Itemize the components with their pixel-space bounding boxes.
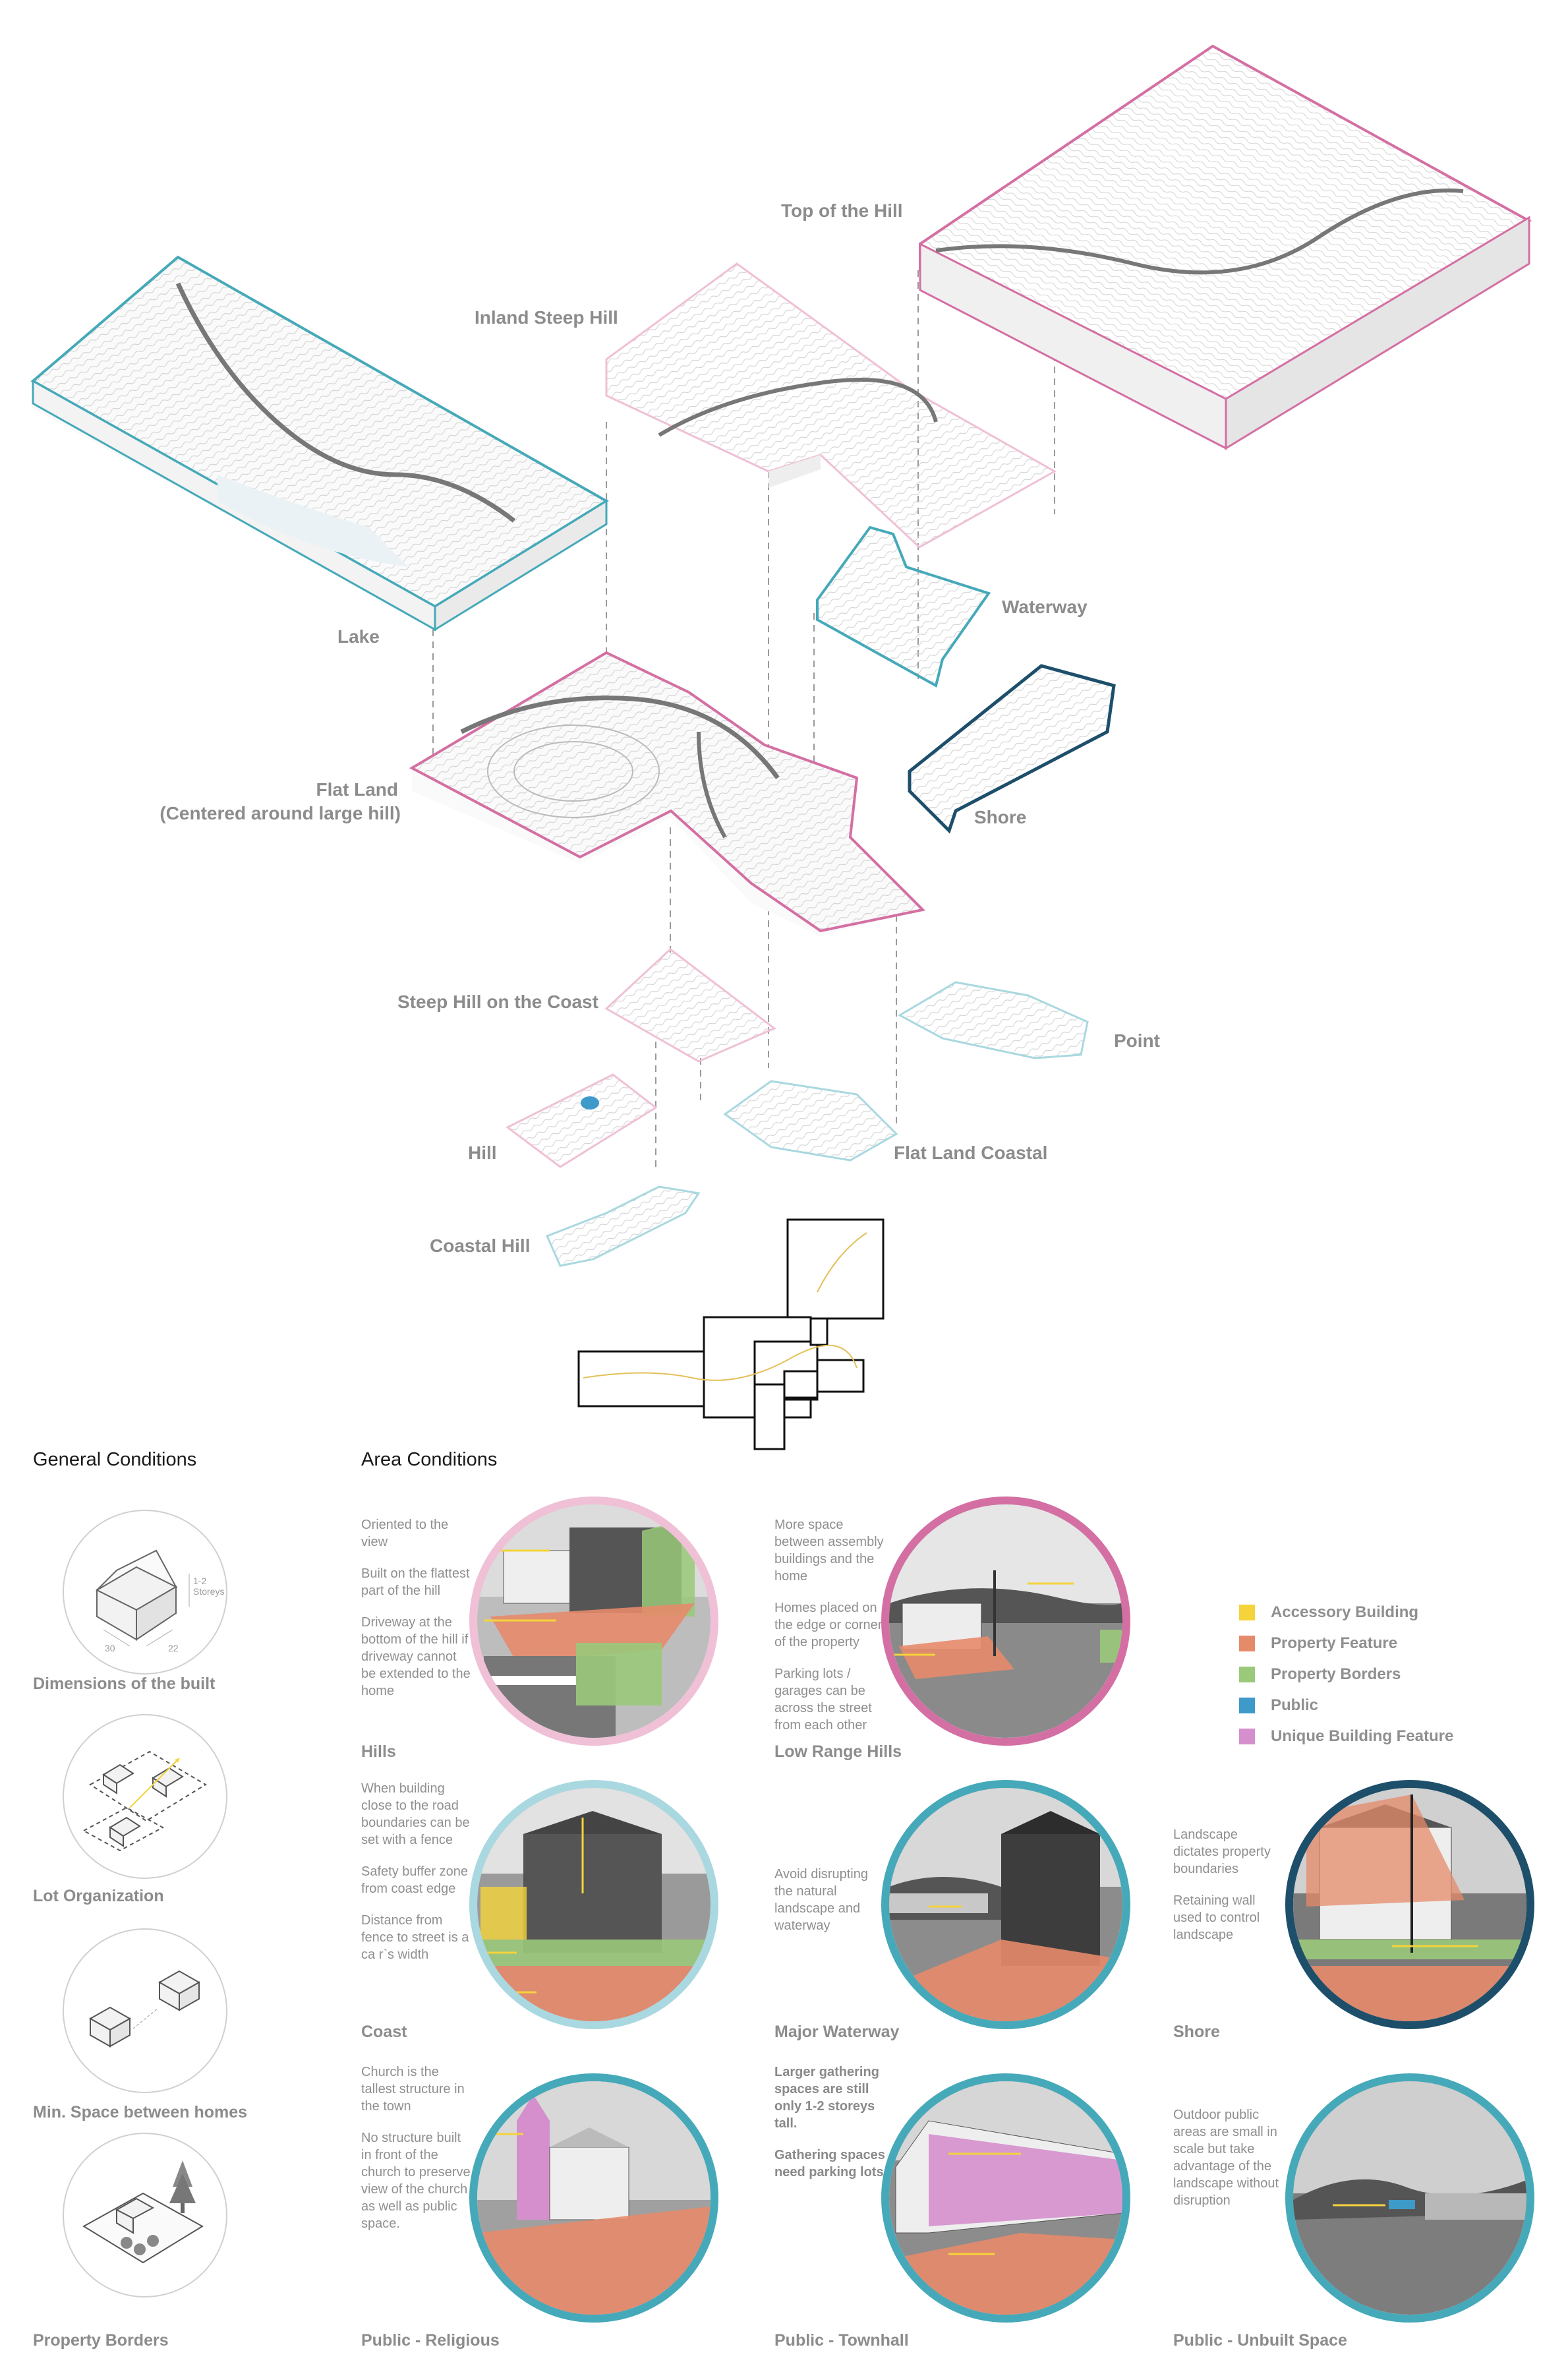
townhall-note: Gathering spaces need parking lots bbox=[774, 2148, 885, 2179]
legend-swatch bbox=[1239, 1605, 1255, 1620]
low-range-hills-note: Homes placed on the edge or corner of th… bbox=[774, 1601, 883, 1649]
lot-organization-circle bbox=[63, 1714, 227, 1879]
lot-organization-icon bbox=[82, 1750, 207, 1852]
shore-block bbox=[908, 664, 1116, 834]
shore-photo bbox=[1285, 1780, 1534, 2029]
townhall-photo bbox=[881, 2073, 1130, 2323]
coast-note: Safety buffer zone from coast edge bbox=[361, 1864, 468, 1896]
property-borders-icon bbox=[82, 2160, 204, 2264]
spacing-circle bbox=[63, 1928, 227, 2093]
legend-swatch bbox=[1239, 1636, 1255, 1651]
spacing-icon bbox=[88, 1970, 201, 2048]
area-conditions-heading: Area Conditions bbox=[361, 1449, 498, 1470]
dimension-b-label: 22 bbox=[168, 1643, 179, 1653]
label-flat-land-title: Flat Land bbox=[316, 779, 398, 800]
low-range-hills-notes: More space between assembly buildings an… bbox=[774, 1516, 886, 1748]
hills-note: Driveway at the bottom of the hill if dr… bbox=[361, 1615, 471, 1698]
point-block bbox=[897, 981, 1089, 1059]
legend-swatch bbox=[1239, 1698, 1255, 1713]
major-waterway-title: Major Waterway bbox=[774, 2023, 900, 2041]
label-hill: Hill bbox=[468, 1142, 497, 1163]
lot-organization-title: Lot Organization bbox=[33, 1887, 164, 1905]
house-dimensions-icon bbox=[95, 1549, 190, 1647]
hills-note: Built on the flattest part of the hill bbox=[361, 1566, 470, 1598]
major-waterway-notes: Avoid disrupting the natural landscape a… bbox=[774, 1866, 886, 1949]
property-borders-title: Property Borders bbox=[33, 2331, 169, 2350]
religious-notes: Church is the tallest structure in the t… bbox=[361, 2063, 473, 2247]
waterway-block bbox=[816, 525, 991, 688]
coast-note: Distance from fence to street is a ca r`… bbox=[361, 1913, 469, 1962]
unbuilt-notes: Outdoor public areas are small in scale … bbox=[1173, 2106, 1285, 2224]
unbuilt-note: Outdoor public areas are small in scale … bbox=[1173, 2108, 1279, 2208]
shore-title: Shore bbox=[1173, 2023, 1220, 2041]
label-top-of-hill: Top of the Hill bbox=[781, 200, 903, 221]
legend-label: Public bbox=[1271, 1696, 1319, 1714]
label-flat-land-subtitle: (Centered around large hill) bbox=[160, 803, 401, 823]
label-steep-hill-coast: Steep Hill on the Coast bbox=[397, 992, 598, 1012]
townhall-note: Larger gathering spaces are still only 1… bbox=[774, 2065, 879, 2131]
unbuilt-title: Public - Unbuilt Space bbox=[1173, 2331, 1347, 2350]
shore-note: Retaining wall used to control landscape bbox=[1173, 1893, 1260, 1942]
legend-swatch bbox=[1239, 1667, 1255, 1682]
religious-photo bbox=[469, 2073, 718, 2323]
label-waterway: Waterway bbox=[1002, 597, 1088, 617]
top-of-hill-block bbox=[919, 44, 1532, 450]
inland-steep-hill-block bbox=[605, 262, 1057, 549]
legend-public: Public bbox=[1239, 1696, 1318, 1715]
legend-swatch bbox=[1239, 1729, 1255, 1744]
dimensions-title: Dimensions of the built bbox=[33, 1675, 216, 1693]
legend-accessory-building: Accessory Building bbox=[1239, 1603, 1418, 1622]
townhall-title: Public - Townhall bbox=[774, 2331, 909, 2350]
low-range-hills-note: Parking lots / garages can be across the… bbox=[774, 1667, 872, 1733]
dimension-a-label: 30 bbox=[105, 1643, 115, 1653]
legend-unique-building-feature: Unique Building Feature bbox=[1239, 1727, 1453, 1746]
legend-label: Unique Building Feature bbox=[1271, 1727, 1454, 1745]
hills-title: Hills bbox=[361, 1742, 396, 1761]
legend-label: Property Feature bbox=[1271, 1634, 1398, 1652]
coast-photo bbox=[469, 1780, 718, 2029]
religious-note: No structure built in front of the churc… bbox=[361, 2131, 471, 2231]
major-waterway-note: Avoid disrupting the natural landscape a… bbox=[774, 1867, 868, 1933]
unbuilt-photo bbox=[1285, 2073, 1534, 2323]
townhall-notes: Larger gathering spaces are still only 1… bbox=[774, 2063, 886, 2195]
major-waterway-photo bbox=[881, 1780, 1130, 2029]
property-borders-circle bbox=[63, 2133, 227, 2298]
coast-title: Coast bbox=[361, 2023, 407, 2041]
label-coastal-hill: Coastal Hill bbox=[430, 1235, 531, 1256]
plan-key-map bbox=[577, 1218, 885, 1450]
hills-photo bbox=[469, 1497, 718, 1746]
spacing-title: Min. Space between homes bbox=[33, 2103, 248, 2121]
coast-notes: When building close to the road boundari… bbox=[361, 1780, 473, 1978]
hills-note: Oriented to the view bbox=[361, 1518, 449, 1549]
hills-notes: Oriented to the view Built on the flatte… bbox=[361, 1516, 473, 1714]
label-point: Point bbox=[1114, 1030, 1160, 1051]
flat-land-coastal-block bbox=[723, 1080, 898, 1162]
shore-note: Landscape dictates property boundaries bbox=[1173, 1827, 1271, 1876]
legend-label: Property Borders bbox=[1271, 1665, 1401, 1683]
coast-note: When building close to the road boundari… bbox=[361, 1781, 470, 1847]
label-inland-steep-hill: Inland Steep Hill bbox=[475, 307, 618, 328]
label-flat-land-coastal: Flat Land Coastal bbox=[894, 1142, 1048, 1163]
legend-label: Accessory Building bbox=[1271, 1603, 1419, 1621]
steep-hill-coast-block bbox=[604, 948, 776, 1063]
lake-block bbox=[30, 255, 609, 632]
coastal-hill-block bbox=[545, 1185, 701, 1267]
religious-note: Church is the tallest structure in the t… bbox=[361, 2065, 465, 2114]
label-lake: Lake bbox=[337, 626, 380, 647]
terrain-exploded-diagram bbox=[30, 44, 1532, 1450]
storeys-label: 1-2 Storeys bbox=[193, 1576, 225, 1597]
shore-notes: Landscape dictates property boundaries R… bbox=[1173, 1826, 1285, 1958]
legend-property-borders: Property Borders bbox=[1239, 1665, 1401, 1684]
hill-block bbox=[506, 1073, 658, 1168]
low-range-hills-note: More space between assembly buildings an… bbox=[774, 1518, 884, 1584]
dimensions-icon-circle: 1-2 Storeys 30 22 bbox=[63, 1510, 227, 1675]
label-shore: Shore bbox=[974, 807, 1027, 827]
religious-title: Public - Religious bbox=[361, 2331, 500, 2350]
low-range-hills-title: Low Range Hills bbox=[774, 1742, 902, 1761]
flat-land-block bbox=[409, 651, 926, 936]
label-flat-land: Flat Land (Centered around large hill) bbox=[144, 778, 401, 825]
legend-property-feature: Property Feature bbox=[1239, 1634, 1397, 1653]
general-conditions-heading: General Conditions bbox=[33, 1449, 197, 1470]
low-range-hills-photo bbox=[881, 1497, 1130, 1746]
